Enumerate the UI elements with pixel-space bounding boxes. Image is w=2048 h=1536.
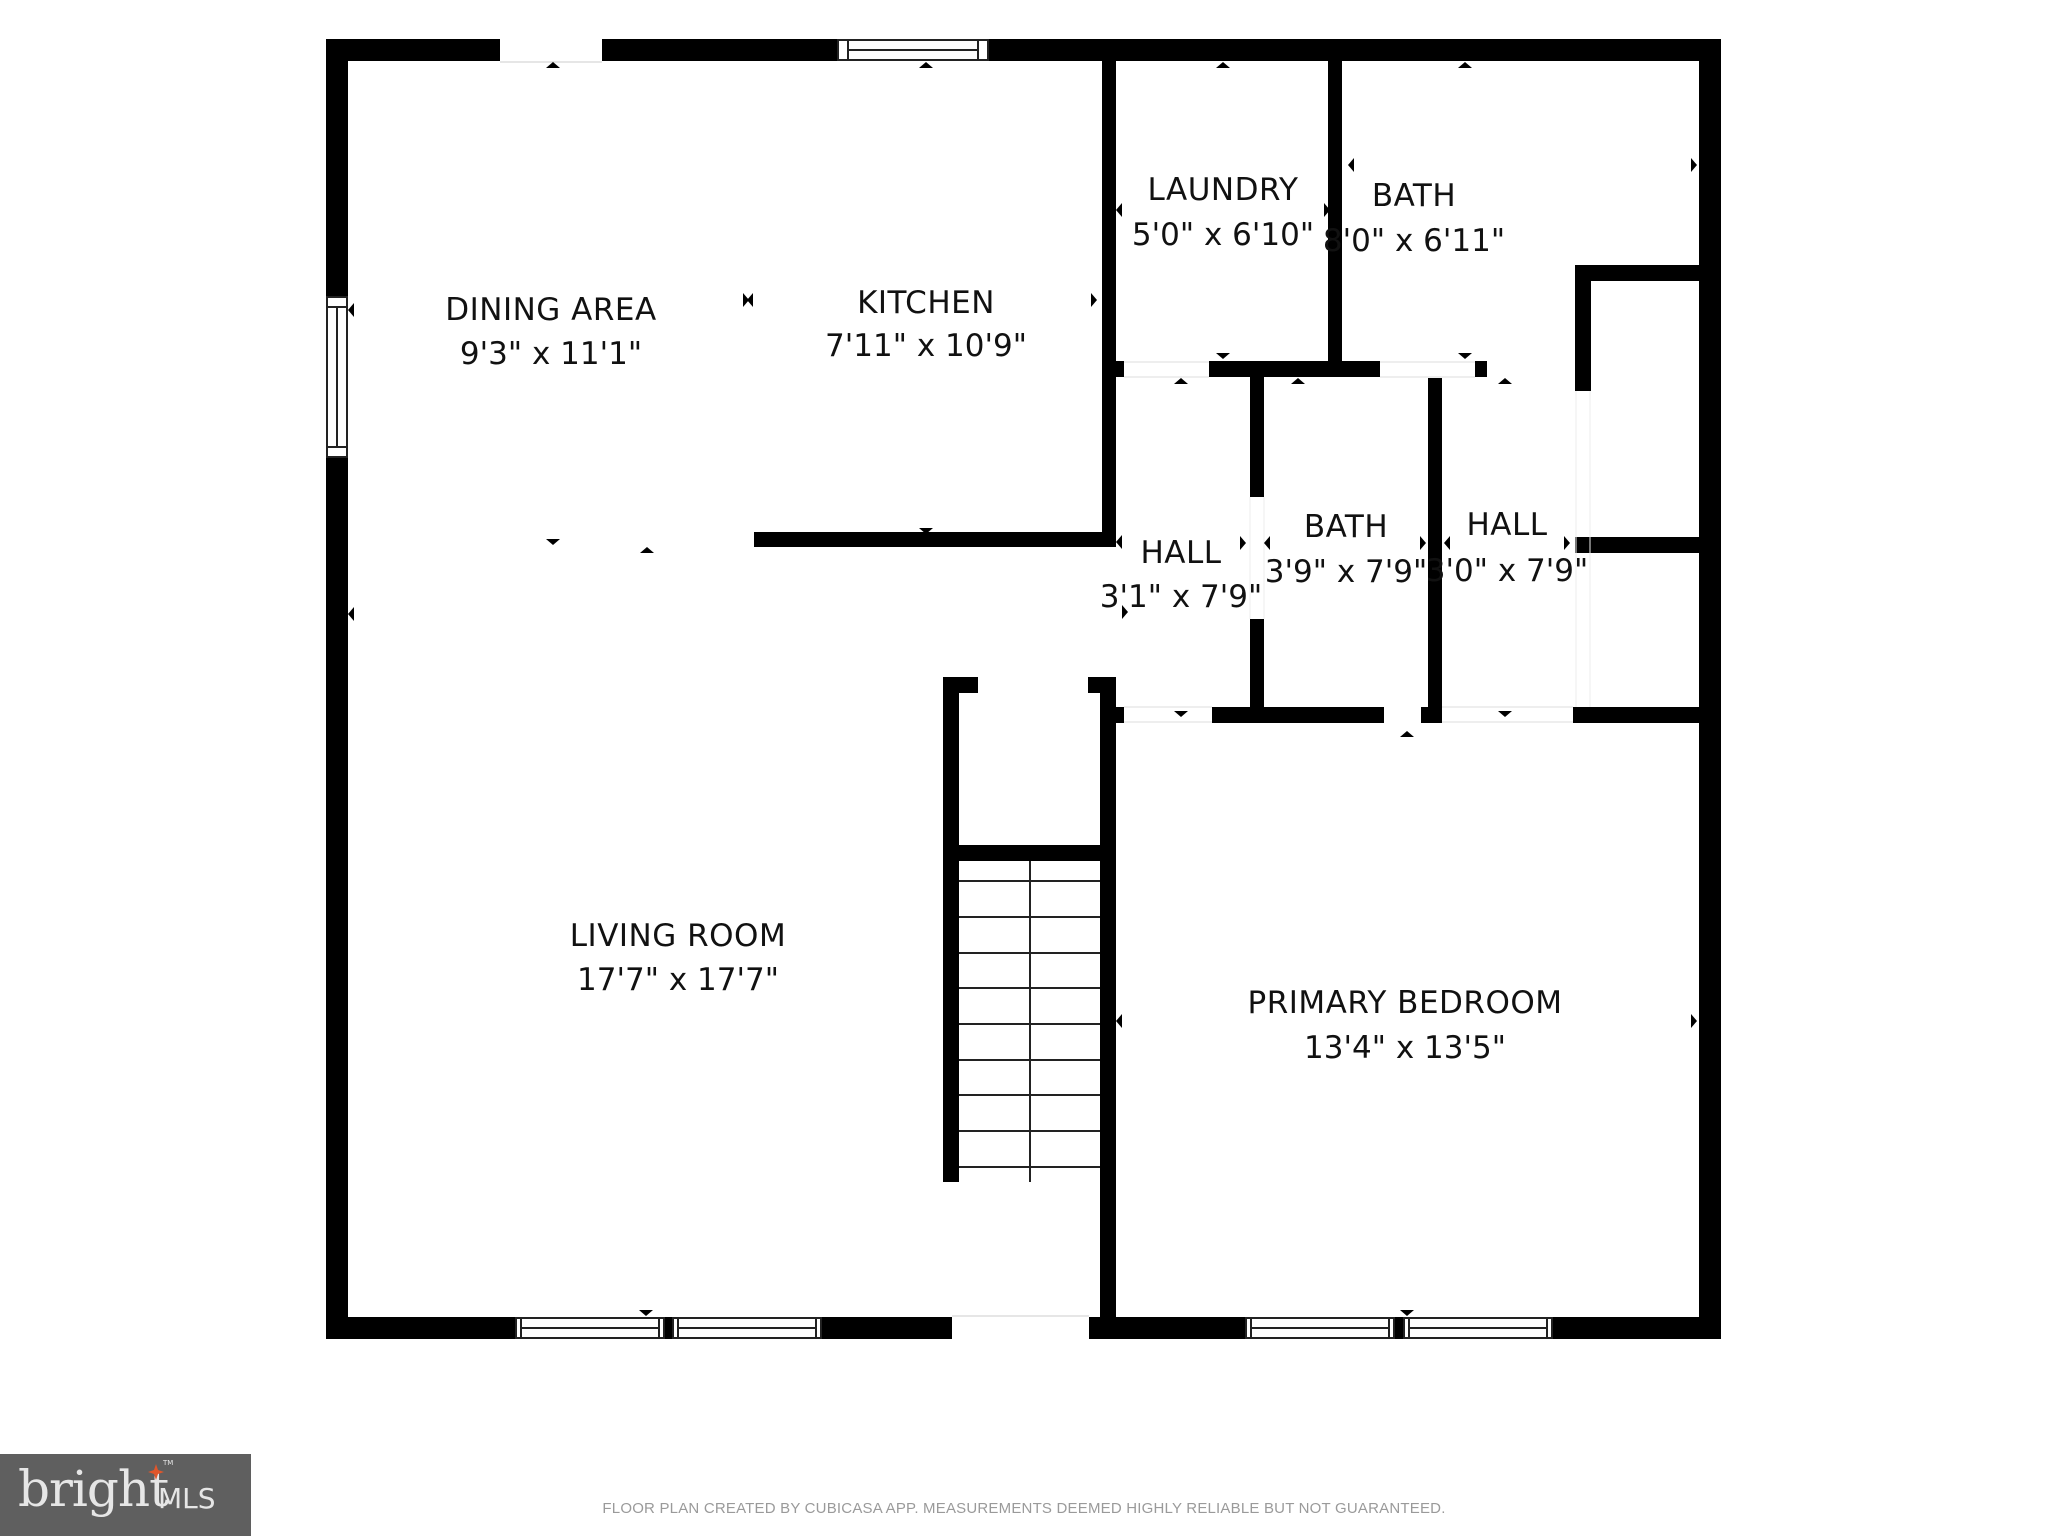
wall-closet-mid	[1575, 537, 1710, 553]
room-primary-bedroom: PRIMARY BEDROOM 13'4" x 13'5"	[1248, 985, 1563, 1066]
opening-stair-closet	[978, 676, 1088, 694]
floor-plan-disclaimer: FLOOR PLAN CREATED BY CUBICASA APP. MEAS…	[602, 1500, 1446, 1517]
svg-text:17'7" x 17'7": 17'7" x 17'7"	[577, 962, 779, 998]
svg-text:KITCHEN: KITCHEN	[857, 285, 995, 321]
wall-hall-west-upper	[1102, 377, 1116, 547]
svg-text:3'0" x 7'9": 3'0" x 7'9"	[1426, 553, 1589, 589]
windows	[326, 39, 1553, 1339]
svg-text:HALL: HALL	[1140, 535, 1221, 571]
logo-mls-text: MLS	[158, 1482, 216, 1515]
svg-text:PRIMARY BEDROOM: PRIMARY BEDROOM	[1248, 985, 1563, 1021]
window-bottom-living-2	[672, 1317, 822, 1339]
svg-text:BATH: BATH	[1304, 509, 1388, 545]
wall-hall2-south-stub	[1421, 707, 1442, 723]
opening-top-dining	[500, 38, 602, 62]
wall-kitchen-south	[754, 532, 1116, 547]
room-bath-upper: BATH 8'0" x 6'11"	[1323, 178, 1505, 259]
room-living-room: LIVING ROOM 17'7" x 17'7"	[570, 918, 786, 998]
star-icon	[148, 1464, 164, 1480]
wall-left	[326, 39, 348, 1339]
wall-hall-bath-lower	[1250, 619, 1264, 719]
opening-bottom-living	[952, 1316, 1089, 1340]
wall-closet-west-upper	[1575, 265, 1591, 391]
wall-stair-closet-bottom	[943, 845, 1116, 861]
window-top-kitchen	[837, 39, 989, 61]
svg-text:3'1" x 7'9": 3'1" x 7'9"	[1100, 579, 1263, 615]
window-bottom-bedroom-2	[1403, 1317, 1553, 1339]
wall-hall-bath-upper	[1250, 377, 1264, 497]
svg-text:LIVING ROOM: LIVING ROOM	[570, 918, 786, 954]
window-bottom-bedroom-1	[1245, 1317, 1395, 1339]
logo-brand-text: bright	[18, 1460, 169, 1518]
svg-text:7'11" x 10'9": 7'11" x 10'9"	[825, 328, 1027, 364]
svg-text:13'4" x 13'5": 13'4" x 13'5"	[1304, 1030, 1506, 1066]
svg-text:LAUNDRY: LAUNDRY	[1148, 172, 1299, 208]
wall-right	[1699, 39, 1721, 1339]
measurement-markers	[348, 62, 1697, 1316]
wall-upper-bath-south	[1209, 361, 1380, 377]
room-hall-west: HALL 3'1" x 7'9"	[1100, 535, 1263, 615]
window-bottom-living-1	[515, 1317, 665, 1339]
opening-laundry	[1124, 360, 1209, 378]
bright-mls-logo: bright TM MLS	[0, 1454, 251, 1536]
wall-stair-west	[943, 677, 959, 1182]
stairs	[959, 861, 1100, 1182]
svg-text:5'0" x 6'10": 5'0" x 6'10"	[1132, 217, 1314, 253]
room-labels: DINING AREA 9'3" x 11'1" KITCHEN 7'11" x…	[445, 172, 1588, 1066]
wall-closet-bottom	[1573, 707, 1710, 723]
opening-bath-top	[1380, 360, 1475, 378]
room-kitchen: KITCHEN 7'11" x 10'9"	[825, 285, 1027, 364]
opening-hall2-bottom	[1442, 706, 1573, 724]
svg-text:DINING AREA: DINING AREA	[445, 292, 656, 328]
svg-text:9'3" x 11'1": 9'3" x 11'1"	[460, 336, 642, 372]
wall-laundry-bath	[1328, 55, 1342, 365]
wall-bath-hall2	[1428, 377, 1442, 722]
window-left-dining	[326, 296, 348, 458]
room-hall-east: HALL 3'0" x 7'9"	[1426, 507, 1589, 589]
svg-text:BATH: BATH	[1372, 178, 1456, 214]
room-laundry: LAUNDRY 5'0" x 6'10"	[1132, 172, 1314, 253]
openings	[500, 38, 1591, 1340]
wall-laundry-south-stub	[1112, 361, 1124, 377]
svg-text:HALL: HALL	[1466, 507, 1547, 543]
wall-top	[326, 39, 1721, 61]
svg-text:8'0" x 6'11": 8'0" x 6'11"	[1323, 223, 1505, 259]
wall-stair-east	[1100, 677, 1116, 1337]
wall-bath-south-stub	[1475, 361, 1487, 377]
room-dining-area: DINING AREA 9'3" x 11'1"	[445, 292, 656, 372]
svg-text:3'9" x 7'9": 3'9" x 7'9"	[1265, 554, 1428, 590]
trademark-mark: TM	[163, 1459, 174, 1467]
wall-closet-west-lower	[1575, 707, 1591, 723]
wall-closet-top	[1575, 265, 1710, 281]
opening-hall1-bottom	[1124, 706, 1212, 724]
wall-stair-closet-top-left	[943, 677, 978, 693]
room-bath-small: BATH 3'9" x 7'9"	[1265, 509, 1428, 590]
